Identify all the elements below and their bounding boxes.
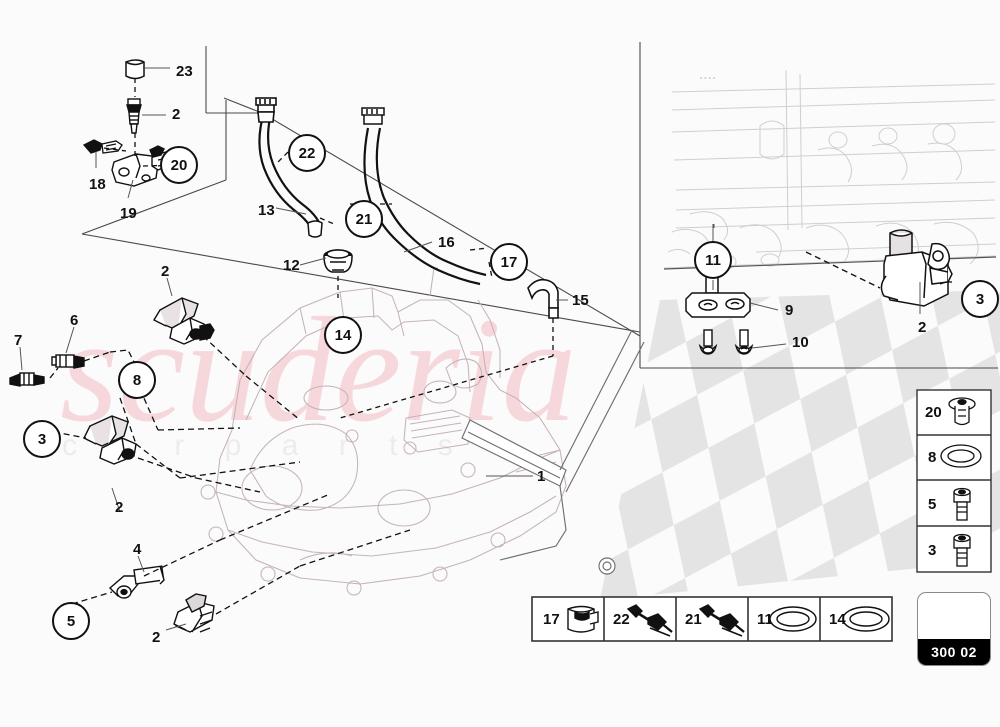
callout-20[interactable]: 20 [160,146,198,184]
part-11-washer-plate [685,276,751,318]
part-10-screws [698,329,754,355]
o-ring-icon-14 [842,606,890,632]
part-code-text: 300 02 [918,639,990,665]
label-2-right: 2 [918,319,927,336]
hose-fitting-icon-22 [626,604,673,637]
part-4-sensor [108,565,165,599]
label-23: 23 [176,63,193,80]
label-4: 4 [133,541,142,558]
callout-11[interactable]: 11 [694,241,732,279]
label-19: 19 [120,205,137,222]
leader-dashes-right [805,251,952,289]
label-16: 16 [438,234,455,251]
callout-17-label: 17 [500,253,518,271]
part-6-sensor [51,354,85,369]
callout-14[interactable]: 14 [324,316,362,354]
part-16-end-fitting [361,107,385,125]
callout-5-label: 5 [66,612,76,630]
part-16-hose [363,127,487,286]
label-7: 7 [14,332,23,349]
part-2-sensor-mid-left [83,415,137,465]
part-15-hose [527,278,559,319]
label-10: 10 [792,334,809,351]
callout-21[interactable]: 21 [345,200,383,238]
transmission-housing-ghost [200,267,567,596]
label-2-upper-left: 2 [161,263,170,280]
socket-bolt-icon-5 [953,487,971,521]
part-7-sensor [9,372,45,387]
callout-21-label: 21 [355,210,373,228]
callout-3-right-label: 3 [975,290,985,308]
callout-22[interactable]: 22 [288,134,326,172]
label-15: 15 [572,292,589,309]
side-legend-num-8: 8 [928,449,937,466]
side-legend-num-3: 3 [928,542,937,559]
label-2-top: 2 [172,106,181,123]
callout-11-label: 11 [705,251,721,269]
callout-22-label: 22 [298,144,316,162]
leader-lines-topleft [95,67,170,199]
bottom-legend-num-17: 17 [543,611,560,628]
bottom-legend-num-11: 11 [757,611,773,628]
o-ring-icon-11 [769,606,817,632]
label-2-mid-left: 2 [115,499,124,516]
label-13: 13 [258,202,275,219]
bottom-legend-num-14: 14 [829,611,846,628]
callout-8-label: 8 [132,371,142,389]
callout-3-left-label: 3 [37,430,47,448]
callout-20-label: 20 [170,156,188,174]
leader-lines-hoses [275,207,568,301]
transmission-housing-outline [461,329,645,575]
side-legend-num-5: 5 [928,496,937,513]
leader-lines-left [19,277,533,631]
callout-3-left[interactable]: 3 [23,420,61,458]
label-12: 12 [283,257,300,274]
label-9: 9 [785,302,794,319]
part-2-bleed-valve [126,98,142,134]
callout-3-right[interactable]: 3 [961,280,999,318]
part-2-actuator-right [880,229,953,307]
part-12-grommet [307,220,353,273]
bottom-legend-num-22: 22 [613,611,630,628]
leader-dashes-left [43,335,411,615]
label-1: 1 [537,468,546,485]
part-18-clip [82,139,123,154]
label-6: 6 [70,312,79,329]
watermark-group: scuderia c a r p a r t s [60,287,1000,600]
panel-dividers [81,42,998,369]
side-legend-box [916,389,992,573]
engine-block-ghost: · · · · [663,69,997,270]
socket-bolt-icon-3 [953,533,971,567]
part-13-hose [255,97,323,235]
bottom-legend-num-21: 21 [685,611,702,628]
o-ring-icon-8 [940,444,982,468]
part-code-box: 300 02 [917,592,991,666]
side-legend-num-20: 20 [925,404,942,421]
callout-8[interactable]: 8 [118,361,156,399]
bottom-legend-box [531,596,893,642]
leader-dashes-topleft [103,78,176,167]
svg-text:· · · ·: · · · · [700,75,715,82]
hose-fitting-icon-21 [698,604,745,637]
part-2-sensor-upper-left [153,297,215,345]
hose-clamp-icon [567,605,599,633]
label-18: 18 [89,176,106,193]
part-23-cap [125,59,145,80]
push-rivet-icon [948,397,976,426]
callout-14-label: 14 [334,326,352,344]
callout-5[interactable]: 5 [52,602,90,640]
callout-17[interactable]: 17 [490,243,528,281]
label-2-bottom: 2 [152,629,161,646]
